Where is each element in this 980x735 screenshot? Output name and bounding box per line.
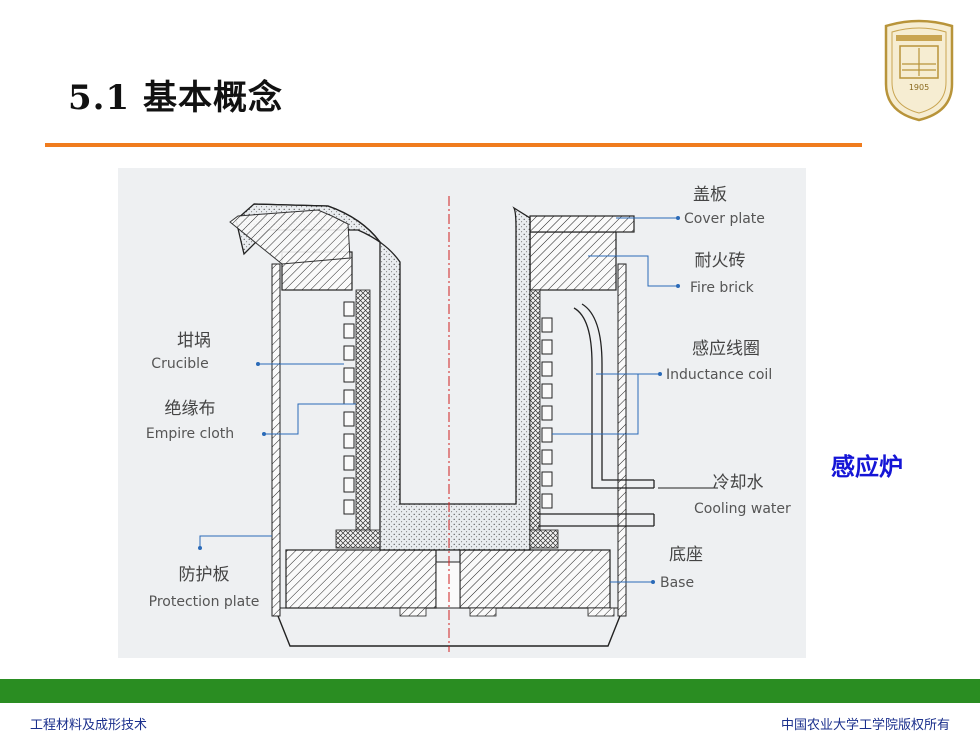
title-underline — [45, 143, 862, 147]
label-empire-cloth-en: Empire cloth — [146, 426, 234, 442]
label-base-cn: 底座 — [669, 545, 703, 565]
side-label: 感应炉 — [831, 453, 903, 481]
footer-course-name: 工程材料及成形技术 — [30, 718, 148, 733]
page-title: 5.1 基本概念 — [68, 78, 283, 118]
furnace-figure: 盖板 Cover plate 耐火砖 Fire brick 坩埚 Crucibl… — [146, 185, 791, 652]
induction-coil — [343, 301, 553, 515]
label-fire-brick-en: Fire brick — [690, 280, 755, 296]
label-cooling-water-en: Cooling water — [694, 501, 791, 517]
label-inductance-coil-en: Inductance coil — [666, 367, 772, 383]
label-cooling-water-cn: 冷却水 — [713, 473, 764, 493]
label-base-en: Base — [660, 575, 694, 591]
footer-copyright: 中国农业大学工学院版权所有 — [780, 718, 950, 733]
furnace-base — [285, 549, 615, 617]
induction-furnace-diagram: 盖板 Cover plate 耐火砖 Fire brick 坩埚 Crucibl… — [118, 168, 806, 658]
leader-lines — [199, 217, 678, 583]
label-protection-plate-en: Protection plate — [149, 594, 260, 610]
label-protection-plate-cn: 防护板 — [179, 565, 230, 585]
university-emblem-icon: 1905 — [884, 19, 954, 122]
fire-brick-blocks — [281, 215, 635, 291]
label-cover-plate-en: Cover plate — [684, 211, 765, 227]
emblem-year: 1905 — [909, 83, 929, 92]
label-crucible-cn: 坩埚 — [177, 331, 211, 351]
label-crucible-en: Crucible — [151, 356, 208, 372]
label-empire-cloth-cn: 绝缘布 — [165, 399, 216, 419]
footer-bar — [0, 679, 980, 703]
label-fire-brick-cn: 耐火砖 — [695, 251, 746, 271]
empire-cloth — [355, 289, 371, 545]
cooling-water-pipes — [538, 303, 655, 527]
label-inductance-coil-cn: 感应线圈 — [692, 339, 760, 359]
label-cover-plate-cn: 盖板 — [693, 185, 727, 205]
